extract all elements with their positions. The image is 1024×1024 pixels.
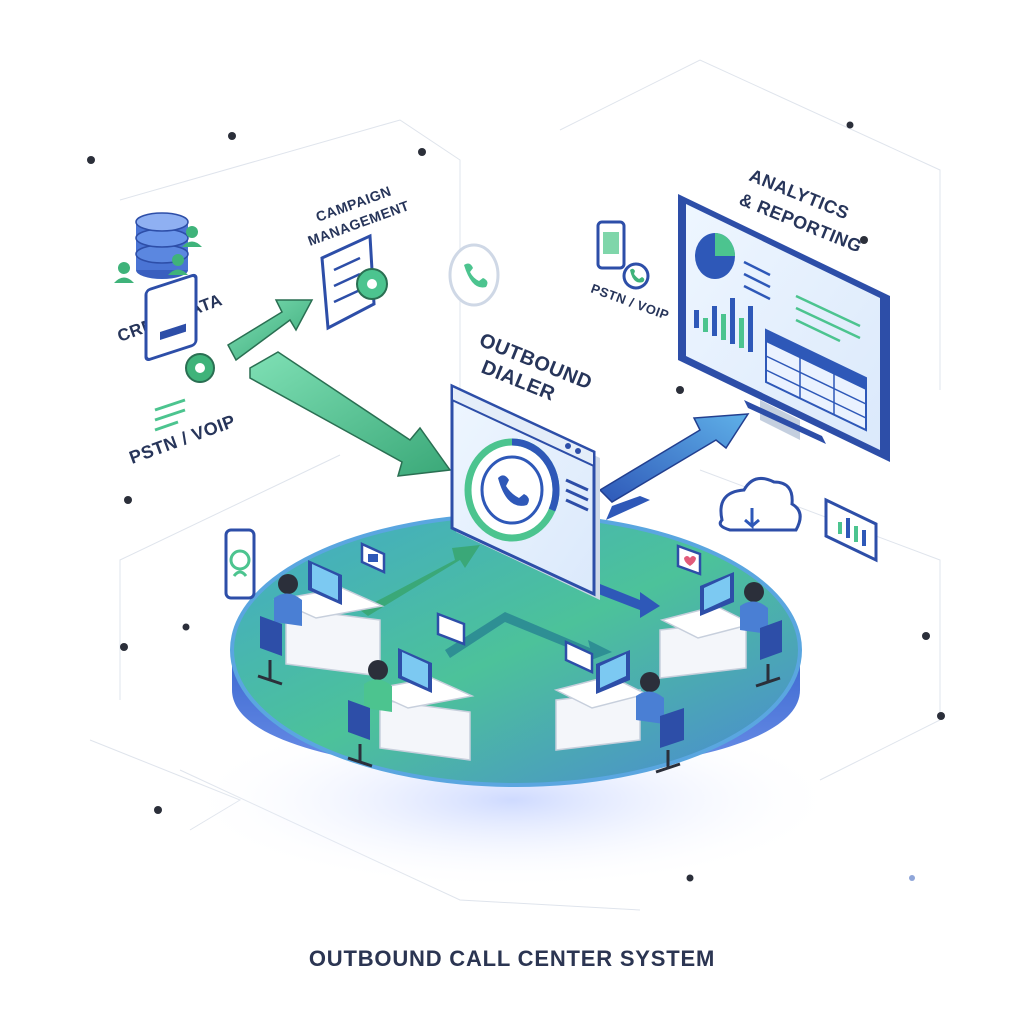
- heart-icon: [676, 544, 702, 576]
- agent-workstation: [553, 650, 684, 774]
- pie-chart-icon: [695, 233, 735, 279]
- cloud-download-icon: [718, 476, 802, 532]
- crm-database-icon: [135, 212, 189, 279]
- bar-chart-icon: [694, 298, 753, 352]
- list-panel-icon: [743, 260, 771, 301]
- agent-icon: [636, 672, 664, 724]
- decor-dots: [87, 121, 945, 882]
- arrow-dialer-to-analytics: [598, 413, 750, 520]
- arrow-crm-to-campaign: [227, 299, 314, 362]
- agent-smartphone-icon: [224, 528, 256, 600]
- agent-icon: [364, 660, 392, 712]
- agent-workstation: [659, 572, 782, 688]
- clipboard-icon: [144, 273, 198, 432]
- agent-workstation: [347, 648, 475, 768]
- arrow-to-dialer: [249, 351, 452, 477]
- user-icon: [114, 226, 202, 283]
- data-table-icon: [765, 328, 867, 432]
- agent-icon: [274, 574, 302, 626]
- smartphone-icon: [596, 220, 626, 270]
- campaign-checklist-icon: [320, 233, 388, 331]
- phone-badge-icon: [448, 243, 500, 307]
- agent-workstation: [257, 560, 385, 686]
- chat-bubble-icon: [360, 542, 594, 674]
- analytics-monitor: [678, 194, 890, 462]
- phone-circle-icon: [622, 262, 650, 290]
- dialer-window: [450, 383, 600, 600]
- footer-title: OUTBOUND CALL CENTER SYSTEM: [308, 946, 716, 971]
- phone-icon: [498, 475, 529, 506]
- agent-icon: [740, 582, 768, 634]
- label-pstn-left: PSTN / VOIP: [127, 411, 239, 468]
- form-panel-icon: [795, 294, 861, 343]
- gear-icon: [185, 353, 215, 383]
- platform-flow-arrows: [360, 545, 660, 662]
- tablet-chart-icon: [824, 497, 878, 563]
